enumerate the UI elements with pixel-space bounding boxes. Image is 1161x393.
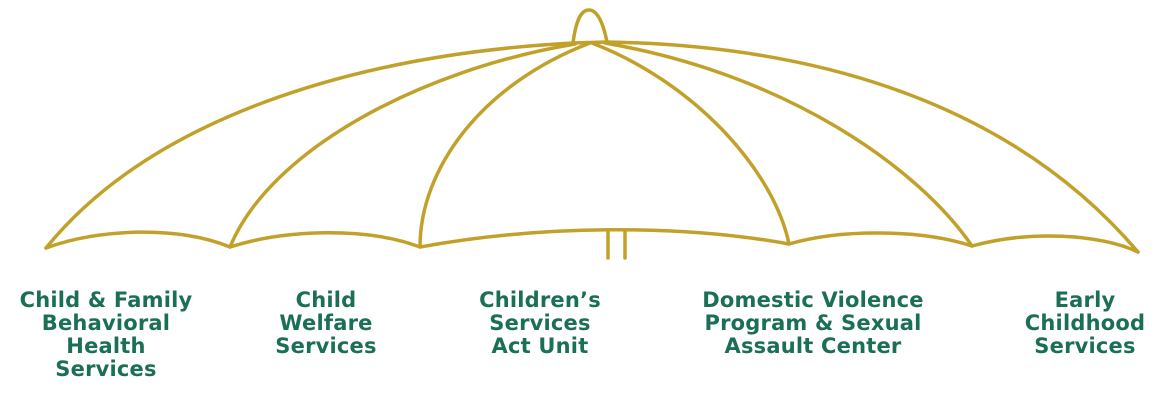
label-line: Program & Sexual — [704, 311, 922, 335]
label-child-family-behavioral-health-services: Child & Family Behavioral Health Service… — [0, 289, 212, 381]
label-line: Childhood — [1024, 311, 1146, 335]
label-line: Services — [489, 311, 591, 335]
label-child-welfare-services: Child Welfare Services — [250, 289, 402, 358]
umbrella-canopy-outline — [44, 40, 1140, 254]
label-line: Child — [295, 288, 357, 312]
label-line: Children’s — [479, 288, 601, 312]
label-line: Early — [1054, 288, 1116, 312]
umbrella-rib-2 — [418, 41, 592, 249]
label-early-childhood-services: Early Childhood Services — [1005, 289, 1161, 358]
label-line: Domestic Violence — [702, 288, 924, 312]
umbrella-rib-4 — [603, 41, 974, 248]
label-childrens-services-act-unit: Children’s Services Act Unit — [440, 289, 640, 358]
label-line: Services — [55, 357, 157, 381]
umbrella-rib-1 — [228, 42, 577, 249]
umbrella-scalloped-edge — [44, 228, 1140, 254]
label-line: Behavioral — [41, 311, 171, 335]
label-line: Assault Center — [724, 334, 902, 358]
label-line: Services — [275, 334, 377, 358]
label-line: Welfare — [279, 311, 373, 335]
label-line: Health — [66, 334, 146, 358]
label-line: Act Unit — [491, 334, 589, 358]
label-line: Services — [1034, 334, 1136, 358]
umbrella-top-knob — [571, 8, 609, 45]
label-domestic-violence-program-sexual-assault-center: Domestic Violence Program & Sexual Assau… — [668, 289, 958, 358]
label-line: Child & Family — [19, 288, 193, 312]
umbrella-rib-3 — [590, 41, 791, 246]
